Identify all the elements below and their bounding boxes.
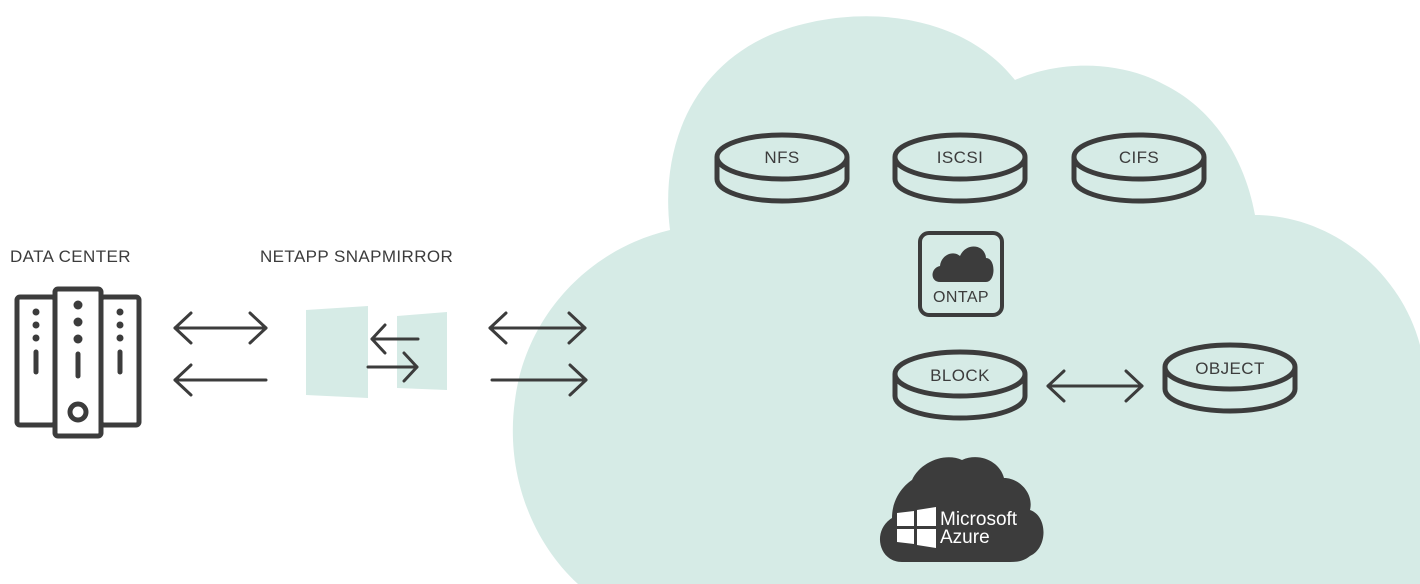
mirror-panels-icon xyxy=(306,306,447,398)
disk-cifs: CIFS xyxy=(1071,132,1207,204)
disk-iscsi-label: ISCSI xyxy=(937,148,983,167)
disk-block-label: BLOCK xyxy=(930,366,990,385)
ontap-label: ONTAP xyxy=(933,289,989,306)
disk-nfs-label: NFS xyxy=(764,148,799,167)
azure-cloud-shape xyxy=(512,16,1420,584)
snapmirror-label: NETAPP SNAPMIRROR xyxy=(260,247,453,266)
azure-line2: Azure xyxy=(940,527,990,548)
microsoft-azure-logo: Microsoft Azure xyxy=(879,457,1044,562)
arrow-cloud-right xyxy=(490,363,588,397)
cloud-icon xyxy=(932,246,994,282)
azure-line1: Microsoft xyxy=(940,509,1018,530)
disk-block: BLOCK xyxy=(892,349,1028,421)
disk-cifs-label: CIFS xyxy=(1119,148,1159,167)
windows-logo-icon xyxy=(897,507,936,548)
arrow-cloud-bidirectional xyxy=(488,311,587,345)
disk-iscsi: ISCSI xyxy=(892,132,1028,204)
disk-object-label: OBJECT xyxy=(1195,359,1264,378)
disk-nfs: NFS xyxy=(714,132,850,204)
server-rack-icon xyxy=(14,286,142,439)
arrow-block-object xyxy=(1046,369,1144,403)
data-center-label: DATA CENTER xyxy=(10,247,131,266)
arrow-datacenter-left xyxy=(173,363,268,397)
ontap-node: ONTAP xyxy=(918,231,1004,317)
arrow-datacenter-bidirectional xyxy=(173,311,268,345)
disk-object: OBJECT xyxy=(1162,342,1298,414)
